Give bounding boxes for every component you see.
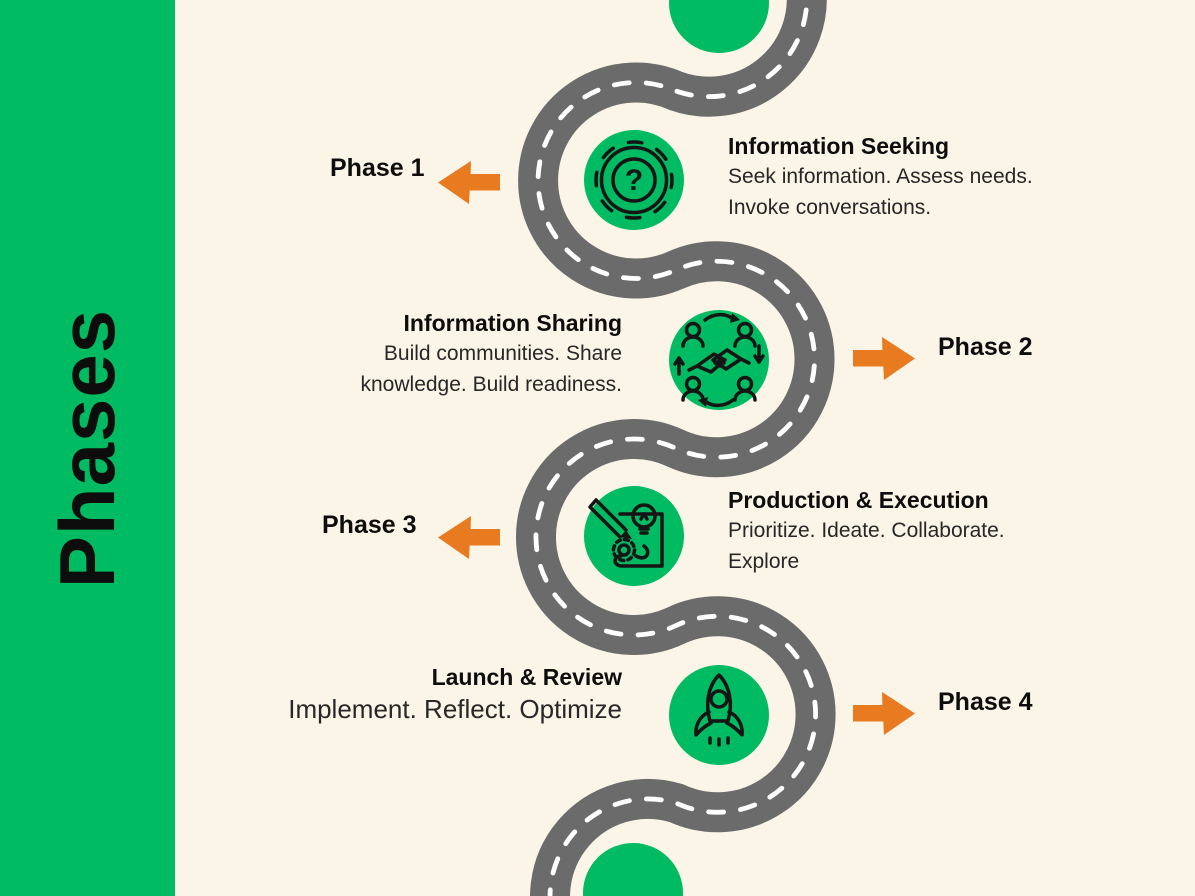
rocket-window [709, 689, 729, 709]
phase-4-text-block: Launch & Review Implement. Reflect. Opti… [262, 662, 622, 726]
person-bottom-right [733, 375, 757, 402]
question-glyph: ? [625, 164, 643, 197]
community-handshake-icon [673, 312, 765, 408]
cycle-arrowhead-top [730, 313, 740, 323]
phase-2-title: Information Sharing [403, 310, 623, 336]
phase-3-title: Production & Execution [728, 487, 989, 513]
phase-2-text-block: Information Sharing Build communities. S… [262, 308, 623, 400]
phase-2-label: Phase 2 [938, 333, 1033, 361]
phase-3-label: Phase 3 [322, 511, 417, 539]
road-centerline [533, 0, 818, 896]
gear-question-icon: ? [594, 140, 674, 220]
phase-1-label: Phase 1 [330, 154, 425, 182]
person-top-left [681, 321, 705, 348]
phase-1-left-arrow-icon [438, 161, 500, 204]
small-gear [611, 537, 637, 563]
milestone-circle-phase1 [584, 130, 684, 230]
phase-4-label: Phase 4 [938, 688, 1033, 716]
rocket-body [706, 673, 732, 723]
cycle-arrow-left-up [673, 356, 685, 376]
milestone-circle-phase4 [669, 665, 769, 765]
phase-4-desc-line1: Implement. Reflect. Optimize [288, 694, 622, 724]
phase-2-desc-line2: knowledge. Build readiness. [360, 373, 623, 396]
person-bottom-left [681, 375, 705, 402]
blueprint-sheet [613, 512, 664, 568]
phase-3-desc-line2: Explore [728, 550, 800, 573]
squiggle-line [634, 544, 650, 560]
cycle-arrow-right-down [753, 344, 765, 364]
handshake [687, 348, 751, 374]
phase-4-right-arrow-icon [853, 692, 915, 735]
lightbulb [631, 503, 657, 535]
phase-1-desc-line2: Invoke conversations. [728, 196, 932, 219]
phase-2-desc-line1: Build communities. Share [383, 342, 622, 365]
phase-4-title: Launch & Review [431, 664, 622, 690]
rocket-icon [694, 673, 744, 747]
phase-3-desc-line1: Prioritize. Ideate. Collaborate. [728, 519, 1005, 542]
person-top-right [733, 321, 757, 348]
rocket-fin-left [694, 710, 713, 737]
milestone-circle-top [669, 0, 769, 53]
phase-3-left-arrow-icon [438, 516, 500, 559]
pencil [588, 498, 632, 539]
phase-3-text-block: Production & Execution Prioritize. Ideat… [728, 485, 1005, 577]
rocket-exhaust-dots [708, 736, 730, 747]
blueprint-idea-icon [588, 498, 664, 568]
rocket-fin-right [725, 710, 744, 737]
phase-1-text-block: Information Seeking Seek information. As… [728, 131, 1033, 223]
phases-banner: Phases [0, 0, 175, 896]
phase-1-title: Information Seeking [728, 133, 950, 159]
milestone-circle-bottom [583, 843, 683, 896]
phase-2-right-arrow-icon [853, 337, 915, 380]
phase-1-desc-line1: Seek information. Assess needs. [728, 165, 1033, 188]
cycle-arrowhead-bottom [698, 397, 708, 407]
